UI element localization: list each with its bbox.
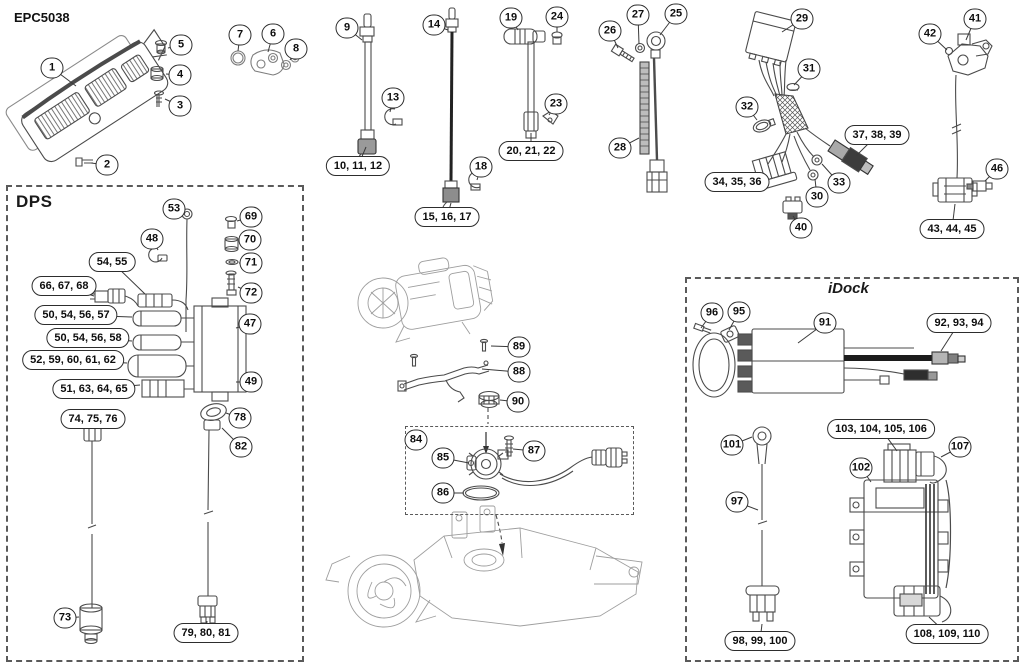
dps-section-box xyxy=(6,185,304,662)
dps-section-label: DPS xyxy=(16,192,53,211)
callout-20-21-22: 20, 21, 22 xyxy=(498,141,564,161)
callout-43-44-45: 43, 44, 45 xyxy=(919,219,985,239)
callout-49: 49 xyxy=(239,371,263,393)
callout-37-38-39: 37, 38, 39 xyxy=(844,125,910,145)
callout-72: 72 xyxy=(239,282,263,304)
callout-34-35-36: 34, 35, 36 xyxy=(704,172,770,192)
callout-26: 26 xyxy=(598,20,622,42)
callout-15-16-17: 15, 16, 17 xyxy=(414,207,480,227)
callout-51-63-64-65: 51, 63, 64, 65 xyxy=(52,379,136,399)
callout-79-80-81: 79, 80, 81 xyxy=(173,623,239,643)
callout-84: 84 xyxy=(404,429,428,451)
callout-8: 8 xyxy=(284,38,308,60)
callout-53: 53 xyxy=(162,198,186,220)
callout-46: 46 xyxy=(985,158,1009,180)
callout-2: 2 xyxy=(95,154,119,176)
callout-89: 89 xyxy=(507,336,531,358)
callout-70: 70 xyxy=(238,229,262,251)
callout-98-99-100: 98, 99, 100 xyxy=(724,631,796,651)
callout-85: 85 xyxy=(431,447,455,469)
callout-90: 90 xyxy=(506,391,530,413)
callout-66-67-68: 66, 67, 68 xyxy=(31,276,97,296)
callout-3: 3 xyxy=(168,95,192,117)
callout-48: 48 xyxy=(140,228,164,250)
callout-73: 73 xyxy=(53,607,77,629)
callout-52-59-60-61-62: 52, 59, 60, 61, 62 xyxy=(22,350,124,370)
callout-9: 9 xyxy=(335,17,359,39)
callout-95: 95 xyxy=(727,301,751,323)
callout-33: 33 xyxy=(827,172,851,194)
callout-82: 82 xyxy=(229,436,253,458)
callout-107: 107 xyxy=(948,436,972,458)
callout-103-104-105-106: 103, 104, 105, 106 xyxy=(827,419,935,439)
callout-18: 18 xyxy=(469,156,493,178)
callout-47: 47 xyxy=(238,313,262,335)
callout-86: 86 xyxy=(431,482,455,504)
callout-108-109-110: 108, 109, 110 xyxy=(905,624,989,644)
callout-31: 31 xyxy=(797,58,821,80)
callout-71: 71 xyxy=(239,252,263,274)
callout-78: 78 xyxy=(228,407,252,429)
callout-41: 41 xyxy=(963,8,987,30)
callout-30: 30 xyxy=(805,186,829,208)
callout-50-54-56-57: 50, 54, 56, 57 xyxy=(34,305,118,325)
callout-7: 7 xyxy=(228,24,252,46)
callout-87: 87 xyxy=(522,440,546,462)
callout-13: 13 xyxy=(381,87,405,109)
callout-5: 5 xyxy=(169,34,193,56)
callout-54-55: 54, 55 xyxy=(88,252,136,272)
callout-27: 27 xyxy=(626,4,650,26)
callout-28: 28 xyxy=(608,137,632,159)
callout-6: 6 xyxy=(261,23,285,45)
callout-96: 96 xyxy=(700,302,724,324)
page-title: EPC5038 xyxy=(14,10,70,25)
callout-1: 1 xyxy=(40,57,64,79)
callout-23: 23 xyxy=(544,93,568,115)
callout-74-75-76: 74, 75, 76 xyxy=(60,409,126,429)
callout-25: 25 xyxy=(664,3,688,25)
callout-4: 4 xyxy=(168,64,192,86)
callout-10-11-12: 10, 11, 12 xyxy=(325,156,391,176)
callout-14: 14 xyxy=(422,14,446,36)
callout-29: 29 xyxy=(790,8,814,30)
callout-101: 101 xyxy=(720,434,744,456)
idock-section-box xyxy=(685,277,1019,662)
idock-section-label: iDock xyxy=(828,280,869,297)
callout-42: 42 xyxy=(918,23,942,45)
callout-50-54-56-58: 50, 54, 56, 58 xyxy=(46,328,130,348)
callout-97: 97 xyxy=(725,491,749,513)
callout-19: 19 xyxy=(499,7,523,29)
callout-69: 69 xyxy=(239,206,263,228)
callout-102: 102 xyxy=(849,457,873,479)
callout-91: 91 xyxy=(813,312,837,334)
callout-24: 24 xyxy=(545,6,569,28)
inset-84-box xyxy=(405,426,634,515)
callout-32: 32 xyxy=(735,96,759,118)
callout-88: 88 xyxy=(507,361,531,383)
callout-40: 40 xyxy=(789,217,813,239)
callout-92-93-94: 92, 93, 94 xyxy=(926,313,992,333)
